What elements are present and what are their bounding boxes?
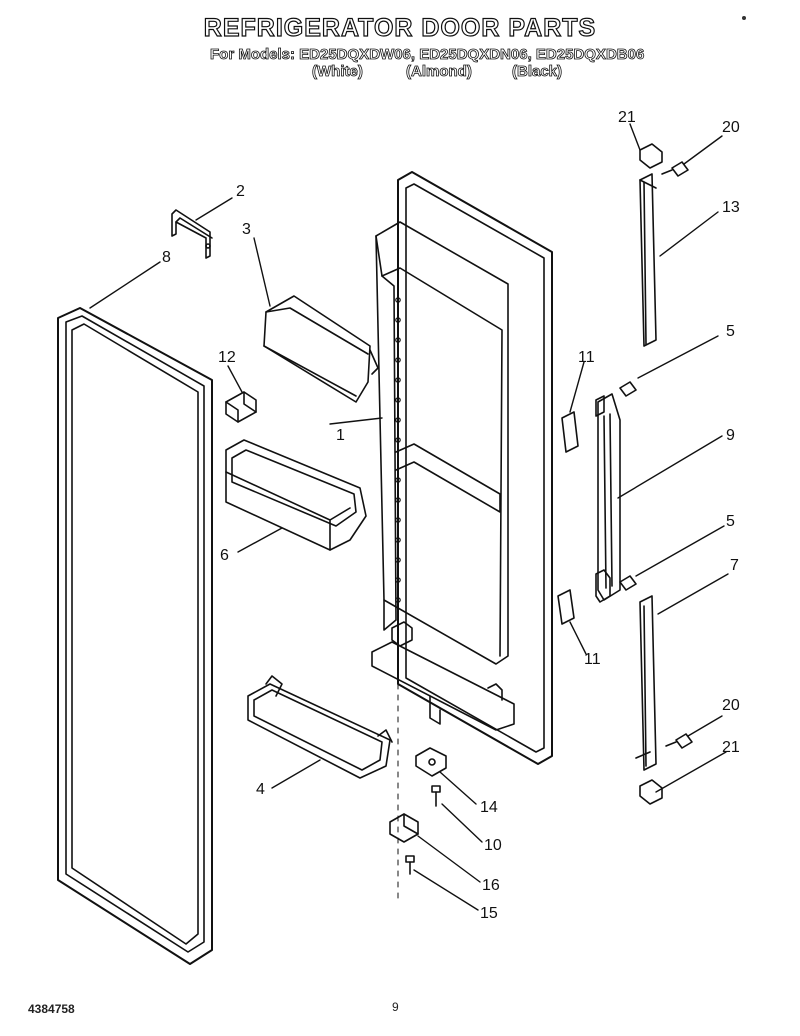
- callout-13: 13: [722, 199, 740, 216]
- part-20-lower-screw: [665, 733, 693, 749]
- part-11-cap-lower: [557, 589, 575, 625]
- part-1-door-liner: [371, 171, 553, 901]
- part-5-screw-upper: [619, 381, 637, 397]
- callout-6: 6: [220, 547, 229, 564]
- callout-labels: 1 2 3 4 5 5 6 7 8 9 10 11 11 12 13 14 15…: [162, 109, 740, 922]
- part-3-cover: [263, 295, 379, 403]
- doc-number: 4384758: [28, 1002, 75, 1016]
- part-8-gasket: [57, 307, 213, 965]
- color-white: (White): [312, 63, 364, 81]
- part-15-screw: [405, 855, 415, 875]
- part-10-screw: [431, 785, 441, 807]
- callout-14: 14: [480, 799, 498, 816]
- part-2-bracket: [171, 209, 213, 259]
- part-11-cap-upper: [561, 411, 579, 453]
- callout-21-upper: 21: [618, 109, 636, 126]
- part-16-lower-hinge: [389, 813, 419, 843]
- corner-mark: [742, 16, 746, 20]
- callout-5-lower: 5: [726, 513, 735, 530]
- diagram-title: REFRIGERATOR DOOR PARTS: [203, 13, 597, 42]
- callout-20-lower: 20: [722, 697, 740, 714]
- part-5-screw-lower: [619, 575, 637, 591]
- callout-21-lower: 21: [722, 739, 740, 756]
- part-21-top-clip: [639, 143, 663, 169]
- part-21-lower-clip: [639, 779, 663, 805]
- part-13-upper-trim: [639, 173, 657, 347]
- color-black: (Black): [512, 63, 563, 81]
- part-4-lower-bin: [247, 675, 393, 779]
- callout-7: 7: [730, 557, 739, 574]
- callout-10: 10: [484, 837, 502, 854]
- callout-15: 15: [480, 905, 498, 922]
- callout-8: 8: [162, 249, 171, 266]
- part-20-top-screw: [661, 161, 689, 177]
- callout-2: 2: [236, 183, 245, 200]
- callout-20-upper: 20: [722, 119, 740, 136]
- models-line: For Models: ED25DQXDW06, ED25DQXDN06, ED…: [210, 46, 645, 64]
- callout-5-upper: 5: [726, 323, 735, 340]
- part-14-hinge: [415, 747, 447, 777]
- part-12-clip: [225, 391, 257, 423]
- callout-11-upper: 11: [578, 349, 595, 366]
- part-6-door-bin: [225, 439, 367, 551]
- part-7-lower-trim: [635, 595, 657, 771]
- page-number: 9: [392, 1000, 399, 1014]
- part-9-handle: [595, 393, 621, 603]
- leader-lines: [89, 123, 729, 911]
- callout-1: 1: [336, 427, 345, 444]
- callout-12: 12: [218, 349, 236, 366]
- callout-3: 3: [242, 221, 251, 238]
- callout-9: 9: [726, 427, 735, 444]
- callout-4: 4: [256, 781, 265, 798]
- color-almond: (Almond): [406, 63, 473, 81]
- callout-11-lower: 11: [584, 651, 601, 668]
- callout-16: 16: [482, 877, 500, 894]
- liner-hole-row: [395, 297, 401, 603]
